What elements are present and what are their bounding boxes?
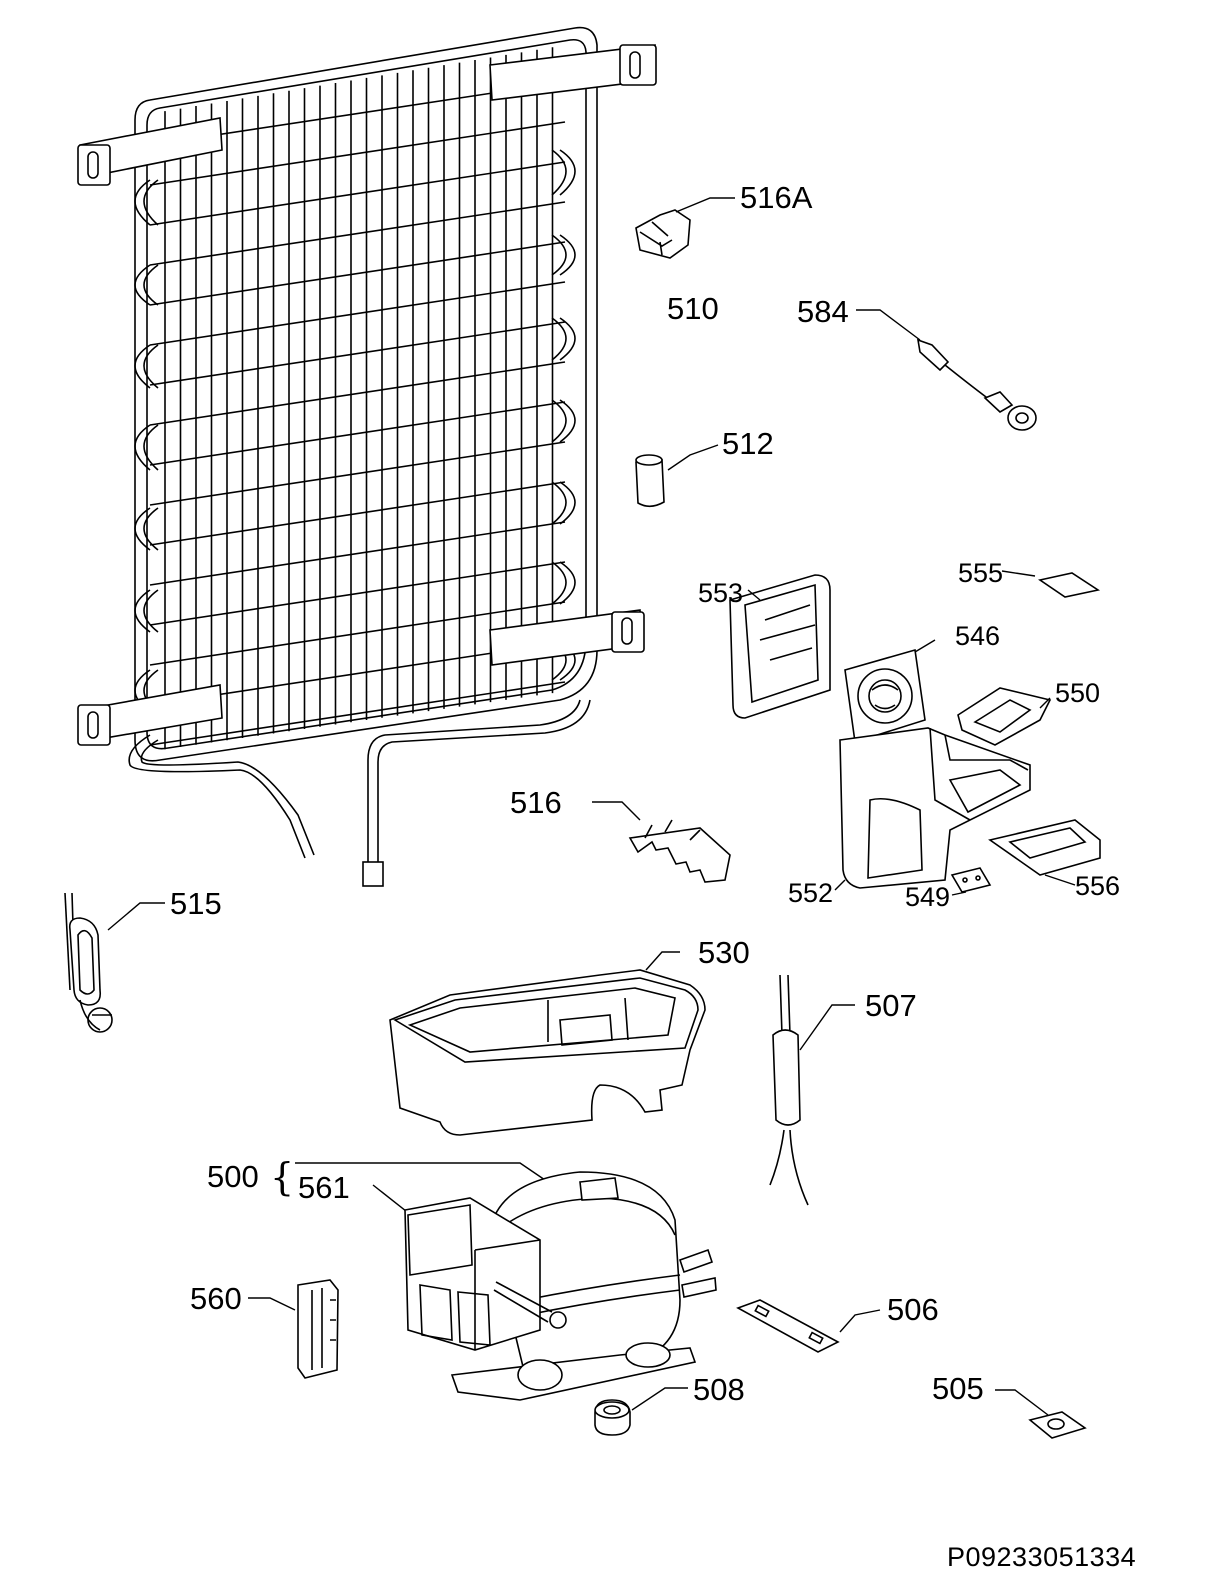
- label-552: 552: [788, 878, 834, 908]
- label-546: 546: [955, 621, 1001, 651]
- bracket-550-drawing: [957, 687, 1052, 746]
- label-555: 555: [958, 558, 1004, 588]
- heater-515-drawing: [64, 892, 165, 1033]
- label-506: 506: [887, 1292, 939, 1327]
- housing-552-drawing: [834, 727, 1031, 891]
- label-508: 508: [693, 1372, 745, 1407]
- label-553: 553: [698, 578, 744, 608]
- label-550: 550: [1055, 678, 1101, 708]
- label-556: 556: [1075, 871, 1121, 901]
- label-512: 512: [722, 426, 774, 461]
- reference-code: P09233051334: [947, 1542, 1137, 1572]
- label-530: 530: [698, 935, 750, 970]
- fan-cover-553-drawing: [729, 574, 831, 719]
- label-516: 516: [510, 785, 562, 820]
- plate-506-drawing: [736, 1299, 881, 1353]
- sleeve-512-drawing: [635, 444, 719, 508]
- label-515: 515: [170, 886, 222, 921]
- brace-500: {: [270, 1155, 295, 1199]
- drier-507-drawing: [769, 974, 855, 1206]
- label-560: 560: [190, 1281, 242, 1316]
- label-549: 549: [905, 882, 951, 912]
- clamp-516-drawing: [592, 801, 731, 883]
- compressor-500-drawing: [295, 1162, 717, 1401]
- grommet-508-drawing: [594, 1387, 688, 1436]
- clip-516a-drawing: [635, 197, 735, 259]
- label-516a: 516A: [740, 180, 813, 215]
- clip-549-drawing: [950, 867, 992, 896]
- cable-584-drawing: [856, 309, 1037, 431]
- label-500: 500: [207, 1159, 259, 1194]
- capacitor-560-drawing: [248, 1279, 339, 1379]
- label-510: 510: [667, 291, 719, 326]
- drip-tray-530-drawing: [389, 951, 706, 1136]
- condenser-drawing: [77, 26, 657, 887]
- label-505: 505: [932, 1371, 984, 1406]
- tray-556-drawing: [988, 819, 1101, 886]
- label-507: 507: [865, 988, 917, 1023]
- label-584: 584: [797, 294, 849, 329]
- label-561: 561: [298, 1170, 350, 1205]
- clip-505-drawing: [995, 1389, 1087, 1439]
- pad-555-drawing: [1001, 570, 1101, 598]
